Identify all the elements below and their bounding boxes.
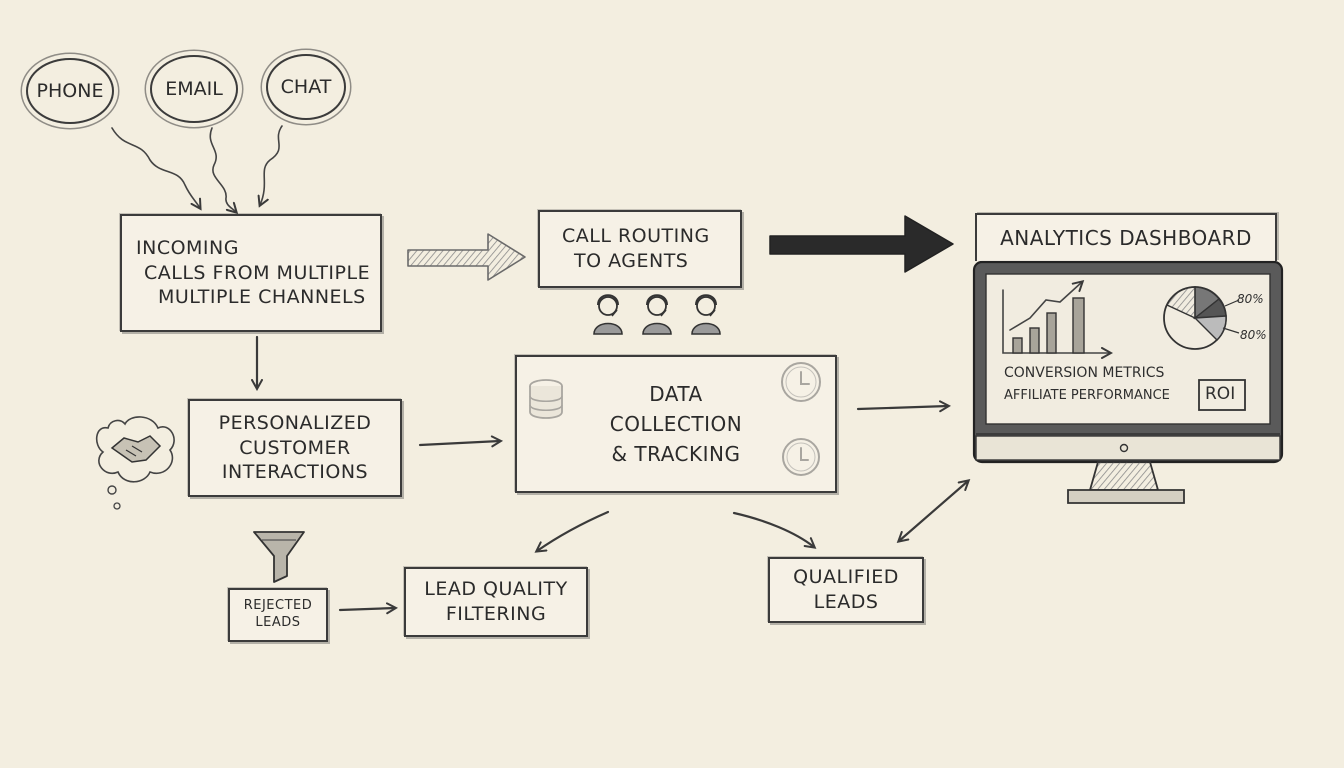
phone-label: PHONE bbox=[36, 80, 104, 102]
arrow-rejected-filtering bbox=[338, 608, 395, 610]
analytics-title: ANALYTICS DASHBOARD bbox=[1000, 226, 1252, 250]
screen-bar bbox=[1072, 297, 1085, 354]
personalized-line-3: INTERACTIONS bbox=[221, 461, 369, 484]
monitor-icon bbox=[972, 260, 1284, 504]
arrow-qualified-analytics bbox=[899, 481, 968, 541]
screen-bar-chart bbox=[1002, 282, 1110, 354]
qualified-line-1: QUALIFIED bbox=[793, 566, 899, 589]
personalized-line-1: PERSONALIZED bbox=[218, 411, 372, 434]
screen-bar bbox=[1012, 337, 1023, 354]
data-line-1: DATA bbox=[649, 382, 703, 406]
wire-chat-incoming bbox=[260, 125, 283, 205]
agent-icon bbox=[593, 294, 623, 335]
qualified-leads-box: QUALIFIED LEADS bbox=[768, 557, 924, 623]
call-routing-box: CALL ROUTING TO AGENTS bbox=[538, 210, 742, 288]
data-collection-box: DATA COLLECTION & TRACKING bbox=[515, 355, 837, 493]
filtering-line-1: LEAD QUALITY bbox=[424, 578, 568, 601]
arrow-personalized-data bbox=[418, 441, 500, 445]
email-label: EMAIL bbox=[165, 78, 223, 100]
incoming-line-2: CALLS FROM MULTIPLE bbox=[144, 261, 371, 284]
email-channel-bubble: EMAIL bbox=[150, 55, 238, 123]
agent-icon bbox=[642, 294, 672, 335]
filtering-line-2: FILTERING bbox=[445, 603, 547, 625]
analytics-title-box: ANALYTICS DASHBOARD bbox=[975, 213, 1277, 261]
arrow-routing-analytics bbox=[769, 215, 954, 273]
rejected-line-1: REJECTED bbox=[243, 598, 313, 614]
pie-label-1: 80% bbox=[1237, 292, 1264, 306]
wire-phone-incoming bbox=[111, 127, 200, 208]
roi-box bbox=[1198, 379, 1246, 411]
screen-pie-chart bbox=[1163, 286, 1240, 350]
incoming-line-1: INCOMING bbox=[136, 236, 239, 259]
funnel-icon bbox=[253, 531, 305, 583]
arrow-data-analytics bbox=[856, 406, 948, 409]
data-line-2: COLLECTION bbox=[609, 412, 743, 436]
rejected-leads-box: REJECTED LEADS bbox=[228, 588, 328, 642]
qualified-line-2: LEADS bbox=[813, 591, 879, 613]
personalized-line-2: CUSTOMER bbox=[239, 436, 351, 459]
incoming-calls-box: INCOMING CALLS FROM MULTIPLE MULTIPLE CH… bbox=[120, 214, 382, 332]
chat-channel-bubble: CHAT bbox=[266, 54, 346, 120]
arrow-data-filtering bbox=[537, 510, 610, 551]
agent-icon bbox=[691, 294, 721, 335]
lead-quality-filtering-box: LEAD QUALITY FILTERING bbox=[404, 567, 588, 637]
rejected-line-2: LEADS bbox=[255, 615, 301, 630]
roi-label: ROI bbox=[1205, 384, 1236, 404]
screen-bar bbox=[1029, 327, 1040, 354]
handshake-icon bbox=[95, 416, 175, 510]
wire-email-incoming bbox=[209, 127, 236, 212]
affiliate-performance-label: AFFILIATE PERFORMANCE bbox=[1004, 388, 1170, 403]
data-line-3: & TRACKING bbox=[611, 442, 741, 466]
arrow-data-qualified bbox=[732, 511, 814, 547]
chat-label: CHAT bbox=[280, 76, 332, 98]
arrow-incoming-routing bbox=[407, 233, 526, 281]
phone-channel-bubble: PHONE bbox=[26, 58, 114, 124]
routing-line-1: CALL ROUTING bbox=[562, 225, 710, 248]
incoming-line-3: MULTIPLE CHANNELS bbox=[158, 286, 366, 309]
screen-bar bbox=[1046, 312, 1057, 354]
personalized-interactions-box: PERSONALIZED CUSTOMER INTERACTIONS bbox=[188, 399, 402, 497]
routing-line-2: TO AGENTS bbox=[574, 250, 689, 272]
conversion-metrics-label: CONVERSION METRICS bbox=[1004, 365, 1165, 381]
pie-label-2: 80% bbox=[1240, 328, 1267, 342]
